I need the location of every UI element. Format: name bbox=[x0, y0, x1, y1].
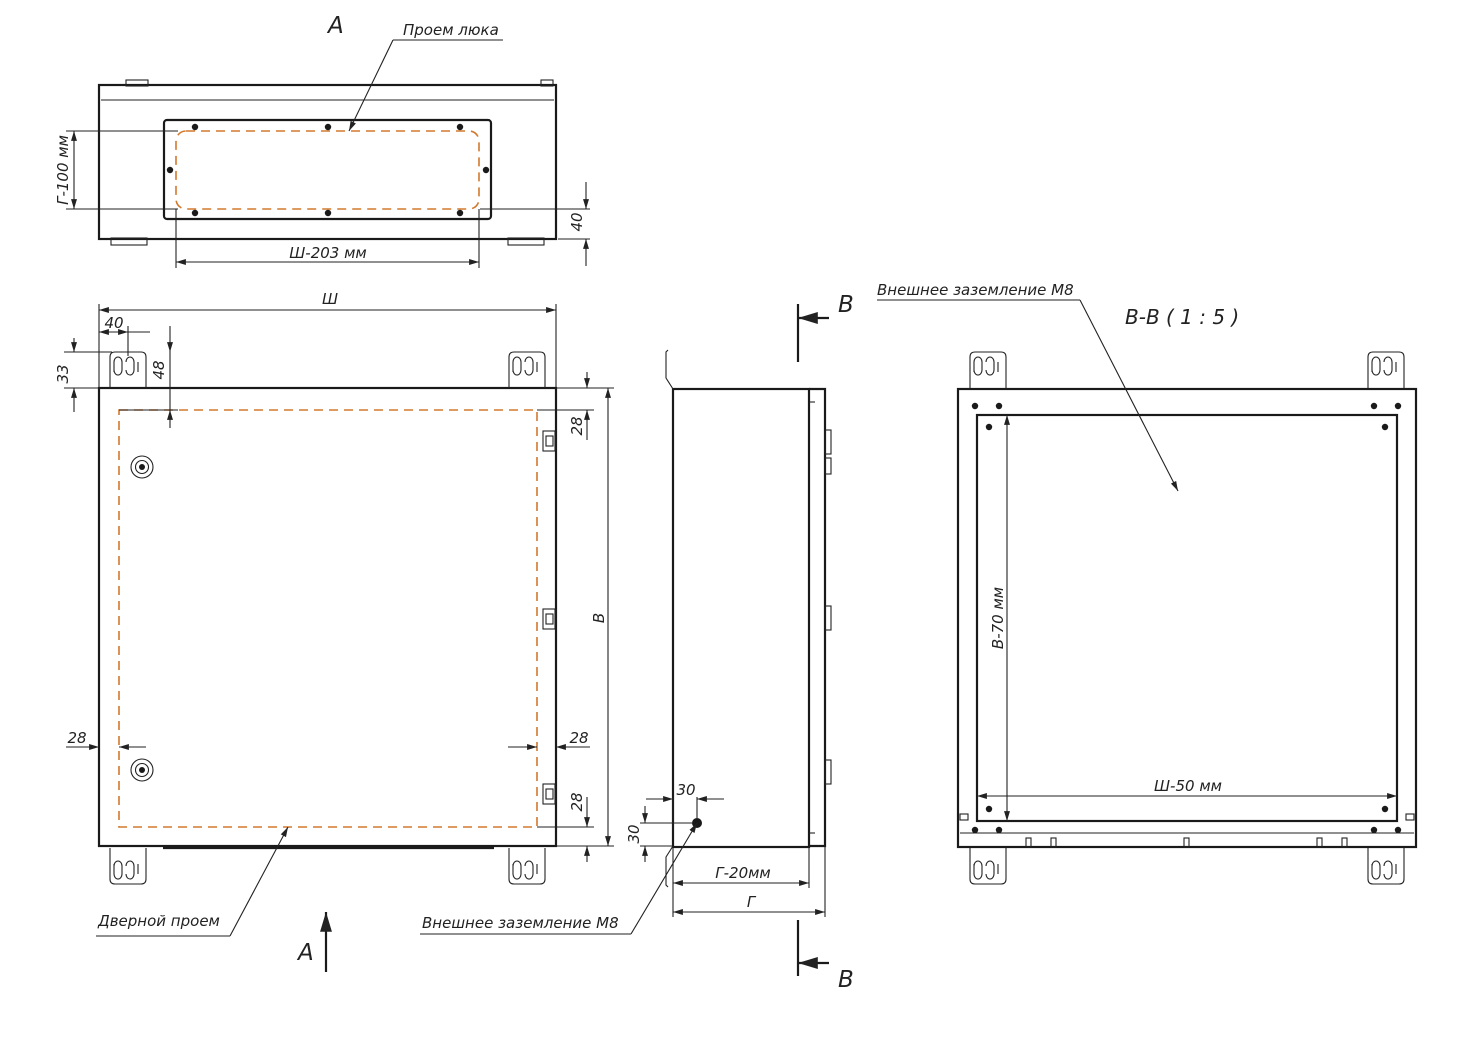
dim-g100: Г-100 мм bbox=[54, 135, 72, 205]
dim-33: 33 bbox=[54, 364, 72, 383]
hatch-bolts bbox=[166, 123, 490, 217]
dim-v: В bbox=[590, 613, 608, 623]
front-view bbox=[64, 304, 614, 972]
section-view bbox=[877, 299, 1418, 885]
ground-label-side: Внешнее заземление М8 bbox=[422, 914, 619, 932]
dim-40-top: 40 bbox=[568, 212, 586, 231]
dim-28-right: 28 bbox=[569, 729, 588, 747]
dim-40-left: 40 bbox=[104, 314, 123, 332]
view-a-label-top: А bbox=[326, 13, 344, 39]
mounting-lugs-section bbox=[969, 351, 1405, 885]
dim-28-bottom: 28 bbox=[568, 792, 586, 811]
hatch-opening-label: Проем люка bbox=[403, 21, 499, 39]
section-b-top: В bbox=[838, 292, 854, 318]
section-title: В-В ( 1 : 5 ) bbox=[1125, 305, 1239, 329]
section-b-bottom: В bbox=[838, 967, 854, 993]
mounting-lugs-front bbox=[109, 351, 546, 885]
dim-30-h: 30 bbox=[676, 781, 695, 799]
ground-label-section: Внешнее заземление М8 bbox=[877, 281, 1074, 299]
side-view bbox=[420, 304, 832, 976]
section-bolts bbox=[971, 402, 1402, 834]
door-opening-label: Дверной проем bbox=[97, 912, 220, 930]
door-locks bbox=[130, 455, 154, 782]
dim-30-v: 30 bbox=[625, 824, 643, 843]
dim-28-left: 28 bbox=[67, 729, 86, 747]
dim-v70: В-70 мм bbox=[989, 587, 1007, 649]
dim-w203: Ш-203 мм bbox=[289, 244, 366, 262]
dim-w50: Ш-50 мм bbox=[1154, 777, 1222, 795]
top-view bbox=[66, 39, 590, 268]
dim-g: Г bbox=[747, 893, 757, 911]
view-a-label-bottom: А bbox=[296, 940, 314, 966]
dim-28-top: 28 bbox=[568, 416, 586, 435]
dim-48: 48 bbox=[150, 360, 168, 379]
dim-w: Ш bbox=[322, 290, 338, 308]
dim-g20: Г-20мм bbox=[715, 864, 771, 882]
